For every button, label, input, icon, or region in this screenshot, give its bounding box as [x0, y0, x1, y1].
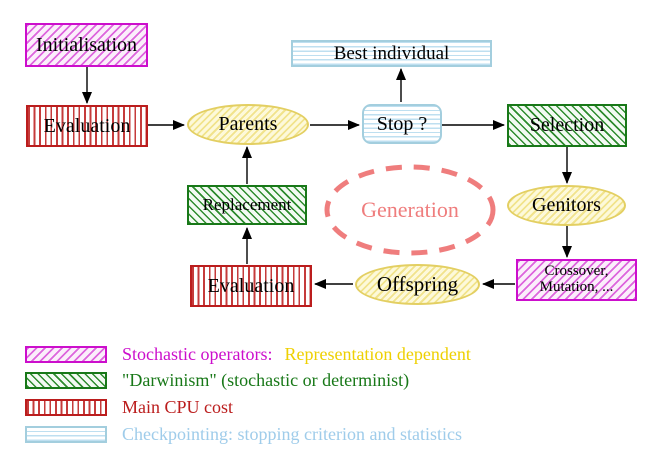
legend-label-main-cpu-cost: Main CPU cost: [122, 396, 234, 417]
node-best-individual-label: Best individual: [333, 42, 450, 64]
node-genitors: Genitors: [507, 185, 626, 226]
legend-label-darwinism: "Darwinism" (stochastic or determinist): [122, 369, 410, 390]
node-generation-label: Generation: [361, 197, 459, 222]
node-initialisation-label: Initialisation: [35, 33, 138, 56]
node-parents: Parents: [187, 104, 309, 145]
node-parents-label: Parents: [218, 113, 278, 135]
legend-swatch-red-stripes: [25, 398, 107, 416]
node-best-individual: Best individual: [291, 40, 492, 67]
legend-item-darwinism: "Darwinism" (stochastic or determinist): [25, 369, 410, 390]
legend-swatch-magenta-hatch: [25, 345, 107, 363]
node-crossover-mutation: Crossover, Mutation, ...: [516, 259, 637, 301]
node-selection-label: Selection: [529, 114, 605, 136]
legend-item-stochastic-operators: Stochastic operators: Representation depe…: [25, 344, 471, 365]
node-stop: Stop ?: [362, 104, 442, 144]
generation-dashed-ellipse: [324, 164, 496, 256]
legend-item-main-cpu-cost: Main CPU cost: [25, 396, 234, 417]
legend-label-stochastic: Stochastic operators:: [122, 343, 273, 364]
node-replacement: Replacement: [187, 185, 307, 225]
node-mutation-label: Mutation, ...: [539, 279, 614, 295]
legend-text-stochastic-operators: Stochastic operators: Representation depe…: [122, 344, 471, 365]
node-crossover-label: Crossover,: [544, 263, 609, 280]
node-evaluation-bottom-label: Evaluation: [207, 274, 295, 297]
node-offspring: Offspring: [355, 264, 480, 305]
node-initialisation: Initialisation: [25, 23, 148, 67]
legend-item-checkpointing: Checkpointing: stopping criterion and st…: [25, 423, 462, 444]
legend-label-representation: Representation dependent: [284, 343, 471, 364]
node-evaluation-top-label: Evaluation: [43, 114, 131, 137]
node-selection: Selection: [507, 104, 627, 147]
node-offspring-label: Offspring: [376, 272, 459, 297]
node-stop-label: Stop ?: [376, 112, 428, 135]
node-generation: Generation: [330, 196, 490, 224]
node-evaluation-bottom: Evaluation: [190, 265, 312, 307]
node-evaluation-top: Evaluation: [26, 105, 148, 147]
legend-swatch-cyan-stripes: [25, 425, 107, 443]
legend-label-checkpointing: Checkpointing: stopping criterion and st…: [122, 423, 462, 444]
node-replacement-label: Replacement: [202, 195, 292, 215]
legend-swatch-green-hatch: [25, 371, 107, 389]
node-genitors-label: Genitors: [532, 194, 601, 216]
